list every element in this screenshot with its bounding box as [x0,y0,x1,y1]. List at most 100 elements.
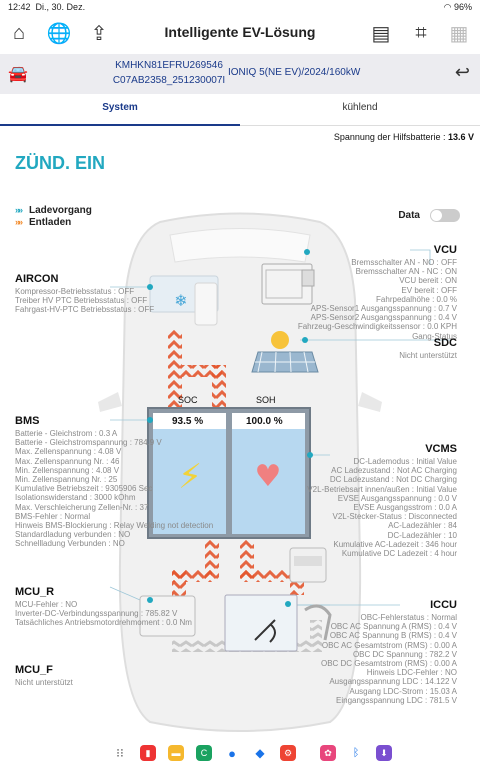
flipboard-icon[interactable]: ▮ [140,745,156,761]
scan-icon[interactable]: ⌗ [415,21,427,44]
status-line: V2L-Stecker-Status : Disconnected [332,512,457,522]
status-line: EVSE Ausgangsspannung : 0.0 V [337,493,457,503]
status-line: Kumulative Betriebszeit : 9305906 Sec [15,484,153,494]
status-line: Isolationswiderstand : 3000 kOhm [15,493,136,503]
status-line: AC Ladezustand : Not AC Charging [331,466,457,476]
left-mirror [98,392,122,412]
sdc-title: SDC [433,337,457,349]
vin-block: KMHKN81EFRU269546 C07AB2358_251230007I [110,58,228,88]
bluetooth-icon[interactable]: ᛒ [348,745,364,761]
legend-charging: Ladevorgang [29,204,92,216]
mcu-r-title: MCU_R [15,586,55,598]
status-line: Fahrpedalhöhe : 0.0 % [376,294,457,304]
aux-battery-voltage: Spannung der Hilfsbatterie : 13.6 V [333,132,474,142]
status-line: Max. Verschleicherung Zellen-Nr. : 37 [15,502,149,512]
status-line: Fahrzeug-Geschwindigkeitssensor : 0.0 KP… [297,322,457,332]
vcu-title: VCU [433,244,457,256]
status-line: Hinweis BMS-Blockierung : Relay Welding … [15,521,214,531]
meet-icon[interactable]: ◆ [252,745,268,761]
lightning-icon: ⚡ [178,457,202,497]
vcu-unit [261,263,315,305]
soh-label: SOH [256,395,276,405]
car-check-icon: 🚘 [8,66,28,83]
charging-arrow-icon: »» [15,205,23,215]
vcms-unit [289,547,327,583]
status-line: Ausgangsspannung LDC : 14.122 V [329,677,457,687]
tab-cooling[interactable]: kühlend [342,102,378,113]
folder-icon[interactable]: ▬ [168,745,184,761]
status-line: OBC AC Spannung B (RMS) : 0.4 V [329,631,457,641]
status-line: Min. Zellenspannung : 4.08 V [15,465,120,475]
heart-icon: ♥ [255,459,282,494]
aircon-title: AIRCON [15,273,59,285]
tool-icon[interactable]: ⚙ [280,745,296,761]
status-line: OBC AC Spannung A (RMS) : 0.4 V [330,622,457,632]
messages-icon[interactable]: ● [224,745,240,761]
status-line: AC-Ladezähler : 84 [388,521,457,531]
status-battery: 96% [453,2,472,12]
status-line: Nicht unterstützt [399,351,457,360]
status-line: EV bereit : OFF [401,285,457,295]
status-line: Gang-Status [412,331,457,341]
apps-grid-icon[interactable]: ⁝⁝ [116,746,124,760]
status-line: Max. Zellenspannung Nr. : 46 [15,456,120,466]
status-line: DC-Lademodus : Initial Value [353,457,457,466]
tab-system[interactable]: System [0,94,240,126]
phone-app-icon[interactable]: C [196,745,212,761]
iccu-unit [224,594,332,652]
status-line: APS-Sensor2 Ausgangsspannung : 0.4 V [310,313,457,323]
flow-legend: »» Ladevorgang »» Entladen [15,204,92,228]
status-line: BMS-Fehler : Normal [15,511,91,521]
battery-pack: ⚡ ♥ [147,407,311,539]
status-line: OBC DC Gesamtstrom (RMS) : 0.00 A [320,659,457,669]
flower-app-icon[interactable]: ✿ [320,745,336,761]
data-toggle[interactable] [430,209,460,222]
wifi-icon: ◠ [443,2,452,12]
status-line: Schnellladung Verbunden : NO [15,539,125,549]
status-line: Tatsächliches Antriebsmotordrehmoment : … [15,618,192,628]
mcu-r-unit [139,595,196,637]
legend-discharging: Entladen [29,216,72,228]
right-mirror [358,392,382,412]
status-line: Batterie - Gleichstromspannung : 784.9 V [15,438,162,448]
back-icon[interactable]: ↩ [454,62,470,82]
status-line: Inverter-DC-Verbindungsspannung : 785.82… [15,609,178,619]
status-line: MCU-Fehler : NO [15,600,78,609]
status-line: EVSE Ausgangsstrom : 0.0 A [353,503,457,513]
vcms-title: VCMS [425,443,457,455]
top-bar: ⌂ 🌐 ⇪ Intelligente EV-Lösung ▤ ⌗ ▦ [0,14,480,54]
report-icon[interactable]: ▤ [371,22,391,45]
status-line: Max. Zellenspannung : 4.08 V [15,447,122,457]
bms-title: BMS [15,415,40,427]
globe-icon[interactable]: 🌐 [46,22,72,45]
discharging-arrow-icon: »» [15,217,23,227]
status-line: Kumulative DC Ladezeit : 4 hour [341,549,457,559]
ignition-status: ZÜND. EIN [15,153,105,173]
status-line: OBC-Fehlerstatus : Normal [360,613,457,622]
status-line: Nicht unterstützt [15,678,73,687]
aircon-unit: ❄ [149,275,219,326]
mcu-f-title: MCU_F [15,664,53,676]
status-line: Min. Zellenspannung Nr. : 25 [15,475,118,485]
status-line: DC-Ladezähler : 10 [387,530,457,540]
status-line: Kumulative AC-Ladezeit : 346 hour [333,539,457,549]
status-line: Ausgang LDC-Strom : 15.03 A [349,686,457,696]
status-line: Batterie - Gleichstrom : 0.3 A [15,429,118,438]
soc-value: 93.5 % [172,416,204,427]
data-toggle-row: Data [398,209,460,222]
status-line: Bremsschalter AN - NO : OFF [351,258,457,267]
sdc-lines: Nicht unterstützt [399,351,457,360]
svg-text:❄: ❄ [174,291,187,310]
grid-icon[interactable]: ▦ [449,22,469,45]
status-bar: 12:42 Di., 30. Dez. ◠ 96% [0,0,480,14]
status-line: V2L-Betriebsart innen/außen : Initial Va… [307,484,457,494]
download-app-icon[interactable]: ⬇ [376,745,392,761]
home-icon[interactable]: ⌂ [12,21,26,44]
export-icon[interactable]: ⇪ [90,22,108,45]
session-id: C07AB2358_251230007I [112,75,226,86]
